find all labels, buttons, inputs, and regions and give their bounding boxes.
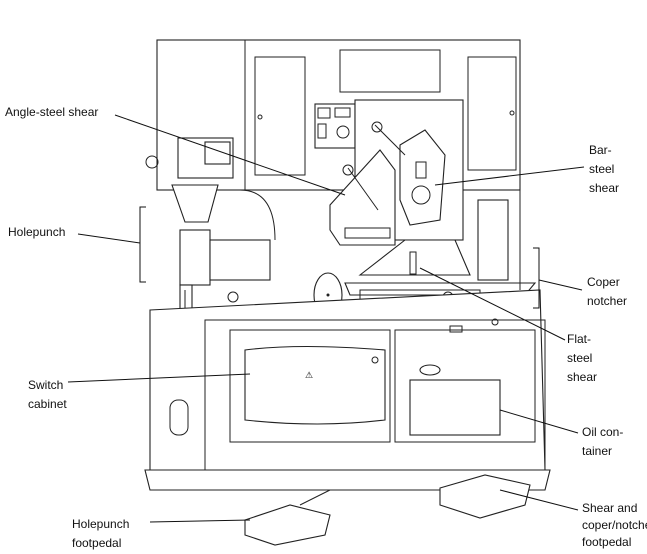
- shear-footpedal-drawing: [439, 474, 531, 519]
- angle-steel-shear-drawing: [329, 149, 396, 246]
- lower-cabinet: ⚠: [144, 289, 551, 491]
- leader-lines: [67, 114, 585, 523]
- holepunch-drawing: [145, 137, 276, 326]
- label-angle-steel-shear: Angle-steel shear: [5, 105, 99, 119]
- label-holepunch: Holepunch: [8, 225, 66, 239]
- holepunch-footpedal-drawing: [244, 489, 331, 546]
- label-holepunch-footpedal: Holepunch footpedal: [72, 517, 130, 550]
- label-bar-steel-shear: Bar- steel shear: [589, 143, 620, 195]
- label-flat-steel-shear: Flat- steel shear: [567, 332, 598, 384]
- control-panel: [314, 103, 356, 149]
- label-switch-cabinet: Switch cabinet: [28, 378, 67, 411]
- label-oil-container: Oil con- tainer: [582, 425, 624, 458]
- label-coper-notcher: Coper notcher: [587, 275, 628, 308]
- label-shear-footpedal: Shear and coper/notcher footpedal: [582, 501, 647, 549]
- svg-text:⚠: ⚠: [305, 371, 313, 381]
